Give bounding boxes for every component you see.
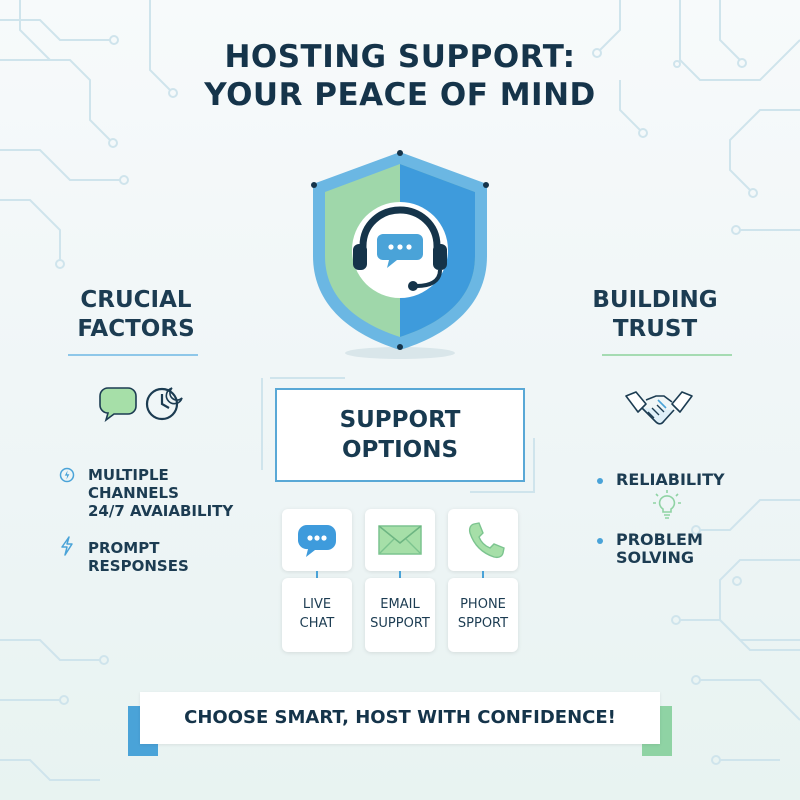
left-item-1-line-3: 24/7 AVAIABILITY bbox=[88, 502, 234, 520]
phone-line-2: SPPORT bbox=[457, 616, 509, 631]
left-item-2-line-1: PROMPT bbox=[88, 539, 160, 557]
email-support-tile[interactable] bbox=[365, 509, 435, 571]
live-chat-tile[interactable] bbox=[282, 509, 352, 571]
right-divider bbox=[602, 354, 732, 356]
left-item-1-line-1: MULTIPLE bbox=[88, 466, 169, 484]
left-item-2-line-2: RESPONSES bbox=[88, 557, 189, 575]
phone-support-tile[interactable] bbox=[448, 509, 518, 571]
chat-bubble-icon bbox=[298, 525, 336, 557]
options-line-2: OPTIONS bbox=[341, 437, 459, 463]
left-item-1-line-2: CHANNELS bbox=[88, 484, 179, 502]
live-chat-label[interactable]: LIVE CHAT bbox=[282, 578, 352, 652]
left-heading-line-2: FACTORS bbox=[77, 316, 195, 342]
options-line-1: SUPPORT bbox=[339, 407, 461, 433]
right-heading-line-2: TRUST bbox=[612, 316, 698, 342]
clock-small-icon bbox=[59, 467, 75, 483]
right-item-problem-solving: PROBLEM SOLVING bbox=[616, 531, 703, 567]
right-item-2-line-2: SOLVING bbox=[616, 548, 694, 567]
phone-line-1: PHONE bbox=[460, 597, 506, 612]
live-chat-line-1: LIVE bbox=[302, 597, 332, 612]
lightning-icon bbox=[61, 536, 73, 556]
right-item-reliability: RELIABILITY bbox=[616, 470, 725, 489]
title-line-1: HOSTING SUPPORT: bbox=[224, 39, 576, 75]
email-support-label[interactable]: EMAIL SUPPORT bbox=[365, 578, 435, 652]
phone-icon bbox=[468, 522, 505, 559]
envelope-icon bbox=[378, 525, 422, 555]
right-bullet-2 bbox=[597, 538, 603, 544]
right-heading-line-1: BUILDING bbox=[592, 287, 718, 313]
right-item-2-line-1: PROBLEM bbox=[616, 530, 703, 549]
chat-clock-icon bbox=[99, 387, 183, 422]
email-line-2: SUPPORT bbox=[370, 616, 430, 631]
right-bullet-1 bbox=[597, 478, 603, 484]
building-trust-heading: BUILDING TRUST bbox=[565, 286, 745, 344]
left-heading-line-1: CRUCIAL bbox=[80, 287, 192, 313]
page-title: HOSTING SUPPORT: YOUR PEACE OF MIND bbox=[0, 38, 800, 114]
handshake-icon bbox=[625, 391, 693, 425]
crucial-factors-heading: CRUCIAL FACTORS bbox=[46, 286, 226, 344]
support-options-box: SUPPORT OPTIONS bbox=[275, 388, 525, 482]
left-item-channels: MULTIPLE CHANNELS 24/7 AVAIABILITY bbox=[88, 466, 233, 520]
title-line-2: YOUR PEACE OF MIND bbox=[204, 77, 596, 113]
email-line-1: EMAIL bbox=[380, 597, 420, 612]
lightbulb-icon bbox=[653, 490, 681, 519]
left-divider bbox=[68, 354, 198, 356]
cta-banner: CHOOSE SMART, HOST WITH CONFIDENCE! bbox=[140, 692, 660, 744]
live-chat-line-2: CHAT bbox=[299, 616, 335, 631]
phone-support-label[interactable]: PHONE SPPORT bbox=[448, 578, 518, 652]
shield-headset-icon bbox=[311, 150, 489, 359]
left-item-prompt: PROMPT RESPONSES bbox=[88, 539, 189, 575]
